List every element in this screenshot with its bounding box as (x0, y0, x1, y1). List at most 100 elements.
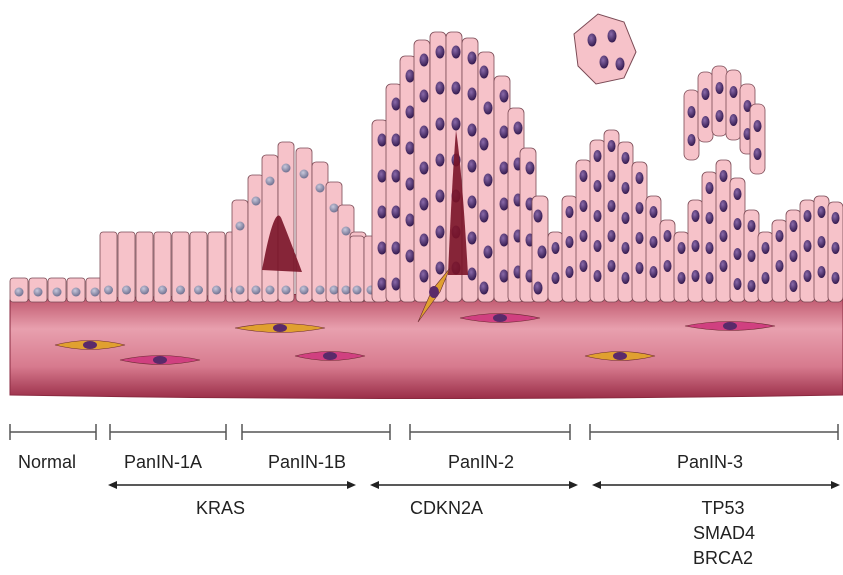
nucleus-atypical (420, 162, 429, 175)
scale-bar-normal (10, 424, 96, 440)
scale-bar-panin-3 (590, 424, 838, 440)
stage-label-panin-1a: PanIN-1A (124, 452, 202, 473)
nucleus-atypical (420, 270, 429, 283)
fibroblast-nucleus (273, 324, 287, 332)
carcinoma-in-situ-cell (590, 140, 605, 302)
nucleus-atypical (702, 116, 710, 128)
gene-label-cdkn2a: CDKN2A (410, 496, 483, 520)
fibroblast-nucleus (153, 356, 167, 364)
nucleus-atypical (392, 242, 401, 255)
carcinoma-in-situ-cell (674, 232, 689, 302)
nucleus-atypical (790, 220, 798, 232)
nucleus-atypical (580, 200, 588, 212)
nucleus-atypical (526, 162, 535, 175)
carcinoma-in-situ-cell (814, 196, 829, 302)
gene-label-tp53: TP53 (693, 496, 753, 520)
columnar-cell (190, 232, 207, 302)
nucleus-atypical (594, 270, 602, 282)
nucleus-atypical (580, 170, 588, 182)
budding-cell (726, 70, 741, 140)
nucleus-normal (282, 164, 291, 173)
nucleus-atypical (622, 152, 630, 164)
nucleus-atypical (754, 148, 762, 160)
nucleus-atypical (616, 58, 625, 71)
nucleus-atypical (392, 278, 401, 291)
nucleus-normal (300, 170, 309, 179)
nucleus-atypical (734, 248, 742, 260)
columnar-cell (172, 232, 189, 302)
nucleus-atypical (378, 170, 387, 183)
nucleus-atypical (730, 86, 738, 98)
stage-label-normal: Normal (18, 452, 76, 473)
nucleus-atypical (804, 210, 812, 222)
nucleus-atypical (594, 240, 602, 252)
nucleus-atypical (622, 272, 630, 284)
arrowhead-right (347, 481, 356, 489)
nucleus-atypical (650, 266, 658, 278)
arrowhead-left (108, 481, 117, 489)
arrow-cdkn2a (370, 481, 578, 489)
nucleus-atypical (734, 218, 742, 230)
nucleus-atypical (468, 160, 477, 173)
nucleus-atypical (608, 30, 617, 43)
carcinoma-in-situ-cell (632, 162, 647, 302)
carcinoma-in-situ-cell (660, 220, 675, 302)
nucleus-atypical (818, 266, 826, 278)
columnar-cell (100, 232, 117, 302)
gene-label-kras: KRAS (196, 496, 245, 520)
papillary-cell (232, 200, 248, 302)
nucleus-normal (266, 177, 275, 186)
nucleus-atypical (406, 142, 415, 155)
nucleus-atypical (406, 178, 415, 191)
nucleus-atypical (534, 210, 543, 223)
epithelium (10, 32, 843, 302)
nucleus-atypical (804, 270, 812, 282)
carcinoma-in-situ-cell (618, 142, 633, 302)
nucleus-atypical (436, 82, 445, 95)
nucleus-atypical (468, 232, 477, 245)
dysplastic-cell (532, 196, 548, 302)
nucleus-normal (316, 184, 325, 193)
nucleus-atypical (748, 220, 756, 232)
stage-scale (10, 424, 838, 440)
carcinoma-in-situ-cell (758, 232, 773, 302)
fibroblast-nucleus (83, 341, 97, 349)
nucleus-normal (316, 286, 325, 295)
nucleus-atypical (420, 234, 429, 247)
nucleus-normal (212, 286, 221, 295)
nucleus-atypical (650, 236, 658, 248)
nucleus-atypical (566, 266, 574, 278)
nucleus-normal (252, 197, 261, 206)
nucleus-atypical (452, 82, 461, 95)
nucleus-atypical (500, 198, 509, 211)
detached-cell-cluster (574, 14, 636, 84)
nucleus-atypical (706, 212, 714, 224)
nucleus-atypical (514, 122, 523, 135)
nucleus-atypical (622, 242, 630, 254)
nucleus-atypical (678, 242, 686, 254)
nucleus-atypical (790, 280, 798, 292)
nucleus-normal (15, 288, 24, 297)
nucleus-atypical (594, 210, 602, 222)
nucleus-atypical (468, 268, 477, 281)
nucleus-atypical (580, 260, 588, 272)
arrowhead-left (370, 481, 379, 489)
nucleus-atypical (594, 180, 602, 192)
carcinoma-in-situ-cell (646, 196, 661, 302)
nucleus-atypical (776, 230, 784, 242)
nucleus-atypical (832, 242, 840, 254)
nucleus-normal (34, 288, 43, 297)
nucleus-atypical (500, 126, 509, 139)
nucleus-atypical (436, 154, 445, 167)
nucleus-normal (330, 204, 339, 213)
nucleus-atypical (622, 182, 630, 194)
nucleus-atypical (406, 106, 415, 119)
budding-cell (698, 72, 713, 142)
nucleus-atypical (534, 282, 543, 295)
nucleus-normal (300, 286, 309, 295)
arrowhead-right (831, 481, 840, 489)
nucleus-atypical (452, 118, 461, 131)
nucleus-atypical (500, 162, 509, 175)
nucleus-atypical (406, 214, 415, 227)
